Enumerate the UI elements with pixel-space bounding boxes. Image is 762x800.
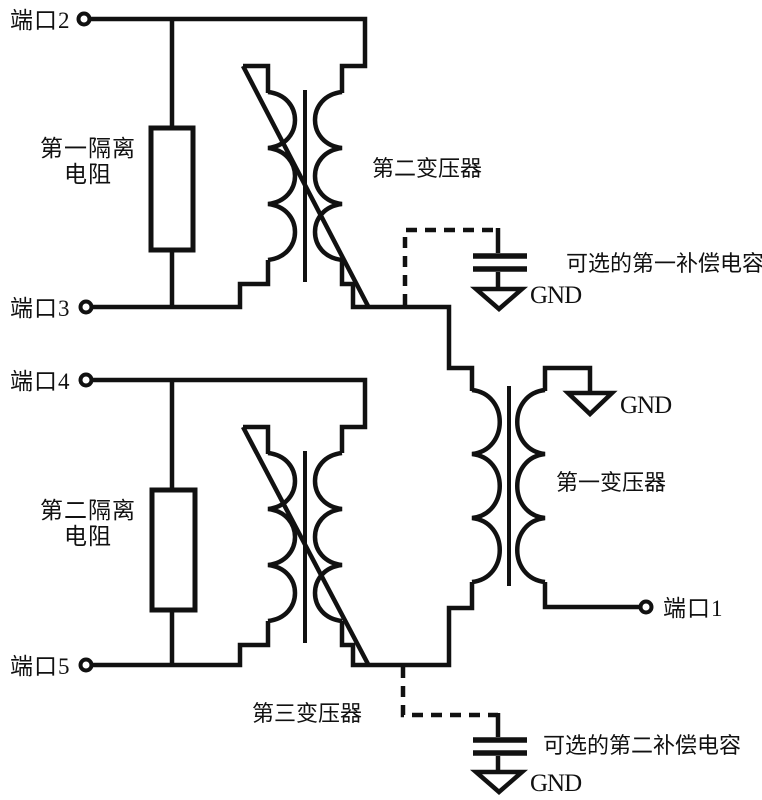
transformer1-gnd-wire <box>542 365 593 392</box>
gnd3-ground-icon <box>469 769 529 795</box>
transformer3-left-winding <box>267 450 298 624</box>
transformer3-label: 第三变压器 <box>252 701 362 726</box>
transformer2-to-transformer1-wire <box>339 260 475 391</box>
transformer2-label: 第二变压器 <box>372 156 482 181</box>
transformer2-left-winding <box>267 89 298 263</box>
transformer3-cross-link <box>241 425 370 666</box>
port1-terminal-icon <box>638 599 654 615</box>
transformer3-left-top-stub <box>243 424 271 454</box>
gnd1-label: GND <box>530 282 582 309</box>
port5-wire <box>92 621 271 668</box>
cap1-label: 可选的第一补偿电容 <box>566 251 762 276</box>
resistor2-label-line2: 电阻 <box>64 524 112 549</box>
resistor2-body <box>149 487 198 613</box>
gnd3-label: GND <box>530 770 582 797</box>
port3-label: 端口3 <box>10 296 71 321</box>
transformer1-to-transformer3-wire <box>339 582 475 668</box>
cap1-dashed-link <box>402 227 498 305</box>
transformer1-right-winding <box>515 387 546 585</box>
cap2-label: 可选的第二补偿电容 <box>543 733 741 758</box>
port5-label: 端口5 <box>10 654 71 679</box>
gnd2-label: GND <box>620 392 672 419</box>
transformer2-cross-link <box>241 64 370 308</box>
transformer1-label: 第一变压器 <box>556 470 666 495</box>
resistor2-label-line1: 第二隔离 <box>40 498 136 523</box>
gnd1-ground-icon <box>469 286 529 312</box>
gnd2-ground-icon <box>562 390 618 418</box>
cap2-dashed-link <box>400 667 498 718</box>
resistor1-label-line1: 第一隔离 <box>40 136 136 161</box>
transformer3-right-winding <box>312 450 343 624</box>
port4-label: 端口4 <box>10 369 71 394</box>
resistor1-label-line2: 电阻 <box>64 162 112 187</box>
transformer1-left-winding <box>471 387 502 585</box>
port1-label: 端口1 <box>663 596 724 621</box>
resistor1-body <box>148 125 196 253</box>
port4-terminal-icon <box>78 372 94 388</box>
transformer2-left-top-stub <box>243 63 271 93</box>
port2-terminal-icon <box>76 11 92 27</box>
port1-wire <box>542 582 639 610</box>
port4-wire <box>92 377 368 453</box>
port3-terminal-icon <box>78 299 94 315</box>
transformer2-right-winding <box>312 89 343 263</box>
port2-label: 端口2 <box>10 8 71 33</box>
port2-wire <box>90 16 368 93</box>
port5-terminal-icon <box>78 657 94 673</box>
port3-wire <box>92 260 271 310</box>
